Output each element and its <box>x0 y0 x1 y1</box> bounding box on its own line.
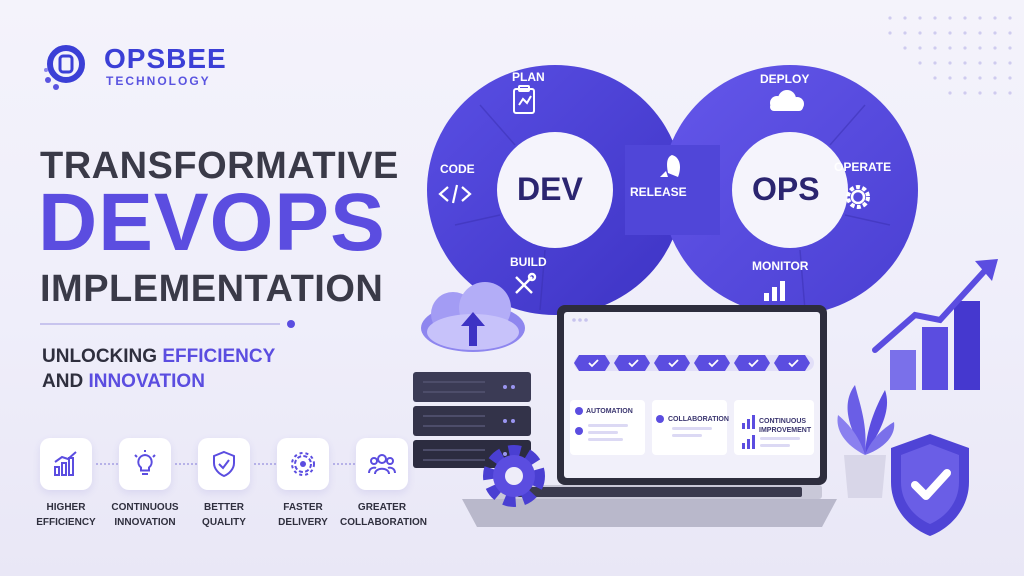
subheadline-line-1: UNLOCKING EFFICIENCY <box>42 346 275 368</box>
stage-operate: OPERATE <box>834 160 892 174</box>
dot-grid-decoration <box>888 16 1012 95</box>
benefit-label-1: BETTER <box>204 502 244 513</box>
benefit-connector <box>175 463 197 465</box>
benefit-connector <box>333 463 355 465</box>
cloud-upload-icon <box>421 282 525 352</box>
benefit-tile <box>119 438 171 490</box>
brand-name: OPSBEE <box>104 43 227 74</box>
card-automation <box>570 400 645 455</box>
benefit-label-1: CONTINUOUS <box>111 502 179 513</box>
stage-build: BUILD <box>510 255 547 269</box>
brand-tagline: TECHNOLOGY <box>106 74 211 88</box>
headline-divider <box>40 323 280 325</box>
subheadline-line-2: AND INNOVATION <box>42 371 205 393</box>
subheadline-highlight-1: EFFICIENCY <box>162 346 276 367</box>
tools-icon <box>515 272 537 294</box>
benefit-tile <box>198 438 250 490</box>
server-stack-illustration <box>413 282 531 468</box>
benefit-greater-collaboration: GREATER COLLABORATION <box>340 438 428 530</box>
stage-release: RELEASE <box>630 185 687 199</box>
benefit-higher-efficiency: HIGHER EFFICIENCY <box>26 438 106 530</box>
gear-icon <box>291 452 315 476</box>
stage-deploy: DEPLOY <box>760 72 810 86</box>
shield-check-icon <box>213 450 235 478</box>
benefit-label-2: INNOVATION <box>114 517 176 528</box>
bar-chart-icon <box>54 451 77 476</box>
benefit-label-1: GREATER <box>357 502 407 513</box>
benefit-label-2: EFFICIENCY <box>36 517 96 528</box>
gear-icon <box>846 185 870 209</box>
benefit-tile <box>356 438 408 490</box>
gear-icon <box>483 445 545 507</box>
benefit-label-1: FASTER <box>283 502 323 513</box>
benefit-label-1: HIGHER <box>46 502 86 513</box>
benefit-connector <box>254 463 276 465</box>
stage-code: CODE <box>440 162 475 176</box>
dev-label: DEV <box>517 171 583 207</box>
divider-dot <box>287 320 295 328</box>
infinity-shape <box>427 65 918 315</box>
benefit-label-2: DELIVERY <box>278 517 328 528</box>
benefit-tile <box>277 438 329 490</box>
headline-line-2: DEVOPS <box>38 177 386 268</box>
card-continuous-title-1: CONTINUOUS <box>759 418 807 425</box>
devops-infinity-loop: PLAN CODE BUILD RELEASE DEPLOY OPERATE M… <box>420 45 920 315</box>
subheadline-prefix-2: AND <box>42 371 89 392</box>
benefit-faster-delivery: FASTER DELIVERY <box>263 438 343 530</box>
plant-decoration <box>837 385 895 498</box>
clipboard-icon <box>513 85 535 114</box>
benefit-continuous-innovation: CONTINUOUS INNOVATION <box>105 438 185 530</box>
headline-line-1: TRANSFORMATIVE <box>40 145 399 187</box>
monitor-chart-icon <box>764 281 785 301</box>
laptop-illustration: AUTOMATION COLLABORATION CONTINUOUS IMPR… <box>462 305 837 530</box>
card-automation-title: AUTOMATION <box>586 408 633 415</box>
opsbee-logo-icon <box>44 45 85 90</box>
growth-chart-icon <box>872 259 998 390</box>
people-icon <box>368 454 396 475</box>
stage-plan: PLAN <box>512 70 545 84</box>
code-icon <box>438 184 472 204</box>
lightbulb-icon <box>134 450 156 475</box>
shield-check-icon <box>891 434 969 536</box>
card-collaboration-title: COLLABORATION <box>668 416 729 423</box>
pipeline-row <box>574 355 814 371</box>
subheadline-highlight-2: INNOVATION <box>88 371 205 392</box>
benefit-connector <box>96 463 118 465</box>
ops-label: OPS <box>752 171 820 207</box>
stage-monitor: MONITOR <box>752 259 809 273</box>
headline-line-3: IMPLEMENTATION <box>40 268 384 310</box>
card-continuous-title-2: IMPROVEMENT <box>759 427 812 434</box>
benefit-label-2: QUALITY <box>202 517 246 528</box>
benefit-label-2: COLLABORATION <box>340 517 428 528</box>
cloud-icon <box>770 90 804 111</box>
benefit-tile <box>40 438 92 490</box>
subheadline-prefix-1: UNLOCKING <box>42 346 163 367</box>
laptop-shape <box>462 305 837 527</box>
benefit-better-quality: BETTER QUALITY <box>184 438 264 530</box>
rocket-icon <box>660 155 680 177</box>
